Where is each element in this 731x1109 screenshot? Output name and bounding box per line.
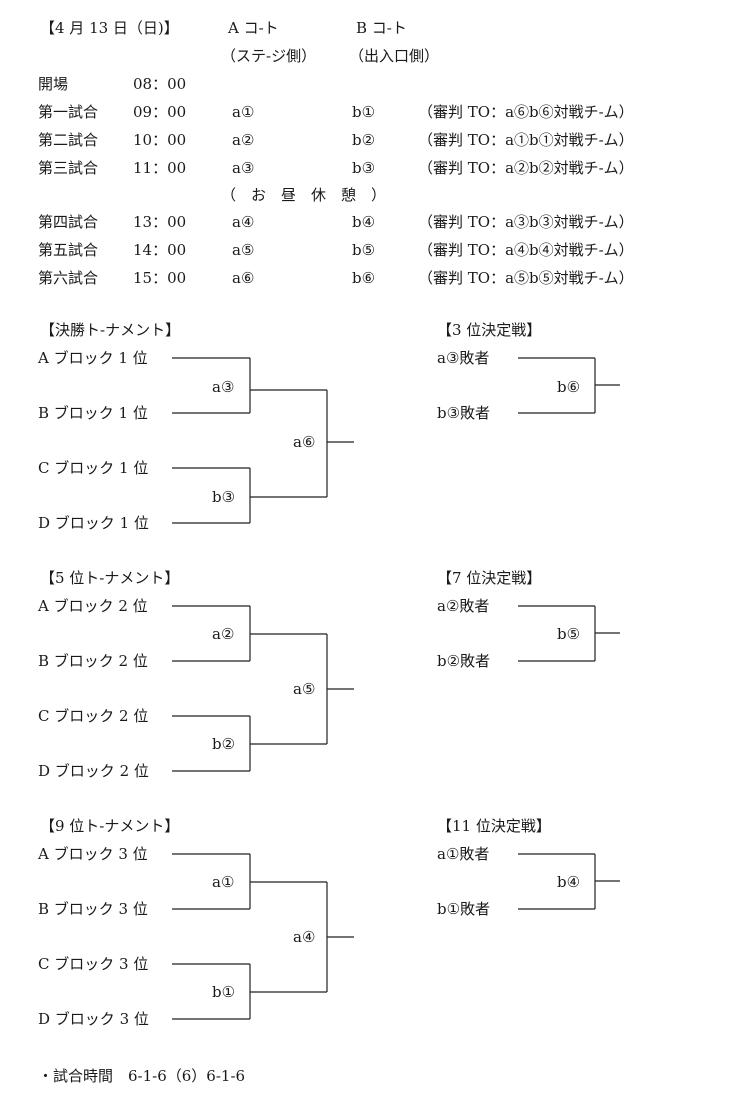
fifth-bracket-lines <box>172 605 354 772</box>
seventh-place-title: 【7 位決定戦】 <box>437 569 542 587</box>
placement-team: b②敗者 <box>437 652 491 670</box>
final-bracket-lines <box>172 357 354 524</box>
match-label: 第五試合 <box>38 241 99 259</box>
bracket-team: A ブロック 3 位 <box>38 845 148 863</box>
bracket-team: D ブロック 3 位 <box>38 1010 149 1028</box>
final-match-label: a⑤ <box>293 680 316 698</box>
match-court-a: a⑥ <box>232 269 255 287</box>
semi-match-label: a① <box>212 873 235 891</box>
placement-team: b①敗者 <box>437 900 491 918</box>
match-court-b: b③ <box>352 159 376 177</box>
match-time: 10：00 <box>133 131 187 149</box>
match-time: 13：00 <box>133 213 187 231</box>
placement-team: b③敗者 <box>437 404 491 422</box>
placement-team: a①敗者 <box>437 845 490 863</box>
final-match-label: a⑥ <box>293 433 316 451</box>
semi-match-label: a③ <box>212 378 235 396</box>
match-court-a: a① <box>232 103 255 121</box>
match-time: 09：00 <box>133 103 187 121</box>
match-time: 15：00 <box>133 269 187 287</box>
match-court-a: a③ <box>232 159 255 177</box>
match-time: 14：00 <box>133 241 187 259</box>
ninth-bracket-lines <box>172 853 354 1020</box>
match-referee: （審判 TO：a②b②対戦チ-ム） <box>418 159 634 177</box>
match-label: 第二試合 <box>38 131 99 149</box>
match-court-a: a⑤ <box>232 241 255 259</box>
match-court-b: b② <box>352 131 376 149</box>
eleventh-place-title: 【11 位決定戦】 <box>437 817 551 835</box>
third-place-title: 【3 位決定戦】 <box>437 321 542 339</box>
match-court-b: b④ <box>352 213 376 231</box>
bracket-team: B ブロック 2 位 <box>38 652 148 670</box>
semi-match-label: b③ <box>212 488 236 506</box>
opening-label: 開場 <box>38 75 69 93</box>
placement-match-label: b⑥ <box>557 378 581 396</box>
semi-match-label: b② <box>212 735 236 753</box>
match-referee: （審判 TO：a④b④対戦チ-ム） <box>418 241 634 259</box>
final-tournament-title: 【決勝ト-ナメント】 <box>40 321 181 339</box>
semi-match-label: b① <box>212 983 236 1001</box>
match-court-a: a④ <box>232 213 255 231</box>
court-b-heading: B コ-ト <box>356 19 407 37</box>
match-label: 第四試合 <box>38 213 99 231</box>
court-a-heading: A コ-ト <box>228 19 279 37</box>
placement-match-label: b④ <box>557 873 581 891</box>
match-time-note: ・試合時間 6-1-6（6）6-1-6 <box>38 1067 246 1085</box>
ninth-tournament-title: 【9 位ト-ナメント】 <box>40 817 180 835</box>
court-a-location: （ステ-ジ側） <box>221 47 317 65</box>
match-court-b: b⑤ <box>352 241 376 259</box>
placement-team: a②敗者 <box>437 597 490 615</box>
bracket-team: D ブロック 2 位 <box>38 762 149 780</box>
bracket-team: A ブロック 1 位 <box>38 349 148 367</box>
match-court-b: b① <box>352 103 376 121</box>
match-time: 11：00 <box>133 159 187 177</box>
match-label: 第六試合 <box>38 269 99 287</box>
match-court-b: b⑥ <box>352 269 376 287</box>
opening-time: 08：00 <box>133 75 187 93</box>
bracket-team: C ブロック 2 位 <box>38 707 149 725</box>
match-label: 第三試合 <box>38 159 99 177</box>
bracket-team: A ブロック 2 位 <box>38 597 148 615</box>
bracket-team: D ブロック 1 位 <box>38 514 149 532</box>
bracket-team: C ブロック 1 位 <box>38 459 149 477</box>
semi-match-label: a② <box>212 625 235 643</box>
schedule-date-heading: 【4 月 13 日（日)】 <box>40 19 179 37</box>
bracket-team: B ブロック 1 位 <box>38 404 148 422</box>
match-referee: （審判 TO：a③b③対戦チ-ム） <box>418 213 634 231</box>
match-referee: （審判 TO：a⑤b⑤対戦チ-ム） <box>418 269 634 287</box>
placement-match-label: b⑤ <box>557 625 581 643</box>
bracket-team: C ブロック 3 位 <box>38 955 149 973</box>
seventh-place-lines <box>518 605 620 662</box>
match-label: 第一試合 <box>38 103 99 121</box>
court-b-location: （出入口側） <box>349 47 440 65</box>
match-referee: （審判 TO：a⑥b⑥対戦チ-ム） <box>418 103 634 121</box>
final-match-label: a④ <box>293 928 316 946</box>
fifth-tournament-title: 【5 位ト-ナメント】 <box>40 569 180 587</box>
lunch-break: （ お 昼 休 憩 ） <box>221 186 387 204</box>
eleventh-place-lines <box>518 853 620 910</box>
match-referee: （審判 TO：a①b①対戦チ-ム） <box>418 131 634 149</box>
bracket-team: B ブロック 3 位 <box>38 900 148 918</box>
placement-team: a③敗者 <box>437 349 490 367</box>
match-court-a: a② <box>232 131 255 149</box>
third-place-lines <box>518 357 620 414</box>
